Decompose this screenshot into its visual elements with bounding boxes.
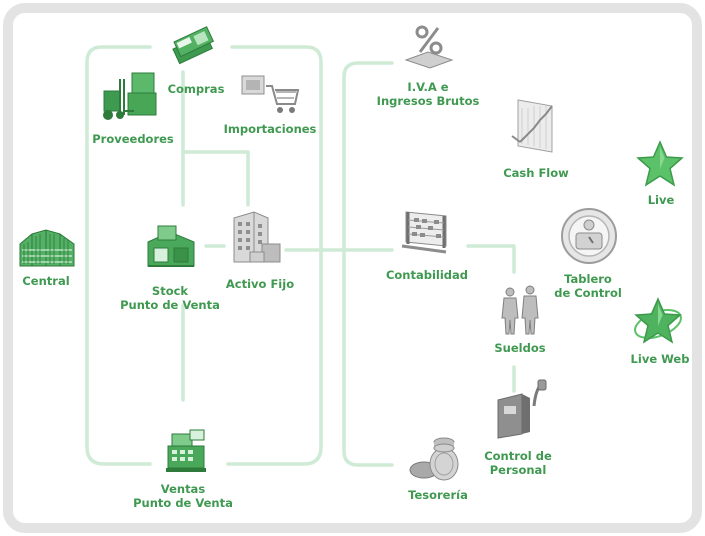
proveedores-label: Proveedores bbox=[92, 132, 174, 146]
percent-icon bbox=[404, 25, 454, 69]
importaciones-label: Importaciones bbox=[223, 122, 317, 136]
live-web-label: Live Web bbox=[630, 352, 690, 366]
warehouse-icon bbox=[147, 225, 195, 267]
ventas-label: Ventas Punto de Venta bbox=[133, 482, 233, 510]
forklift-icon bbox=[103, 72, 157, 120]
gauge-icon bbox=[561, 208, 617, 264]
star-icon bbox=[636, 140, 684, 187]
people-icon bbox=[501, 285, 539, 335]
connector-left-loop bbox=[85, 45, 152, 466]
time-clock-icon bbox=[497, 379, 547, 439]
control-personal-label: Control de Personal bbox=[484, 449, 552, 477]
contabilidad-label: Contabilidad bbox=[385, 268, 469, 282]
line-chart-icon bbox=[511, 99, 553, 153]
compras-label: Compras bbox=[167, 82, 225, 96]
cash-register-icon bbox=[166, 429, 206, 472]
cash-flow-label: Cash Flow bbox=[503, 166, 569, 180]
bills-icon bbox=[172, 26, 215, 65]
coins-icon bbox=[409, 437, 459, 481]
tablero-label: Tablero de Control bbox=[554, 272, 622, 300]
abacus-icon bbox=[401, 211, 447, 254]
connector-contab-sueldos bbox=[466, 244, 516, 274]
central-label: Central bbox=[22, 274, 70, 288]
connector-right-bracket bbox=[342, 61, 394, 467]
iva-label: I.V.A e Ingresos Brutos bbox=[376, 80, 480, 108]
live-label: Live bbox=[647, 193, 675, 207]
tesoreria-label: Tesorería bbox=[408, 488, 468, 502]
shopping-cart-icon bbox=[241, 75, 300, 113]
building-icon bbox=[19, 229, 75, 267]
sueldos-label: Sueldos bbox=[494, 341, 546, 355]
office-building-icon bbox=[233, 211, 281, 263]
connector-right-loop bbox=[226, 45, 323, 466]
connector-branch bbox=[181, 150, 250, 207]
stock-label: Stock Punto de Venta bbox=[120, 284, 220, 312]
activo-fijo-label: Activo Fijo bbox=[225, 277, 295, 291]
star-web-icon bbox=[634, 297, 682, 344]
